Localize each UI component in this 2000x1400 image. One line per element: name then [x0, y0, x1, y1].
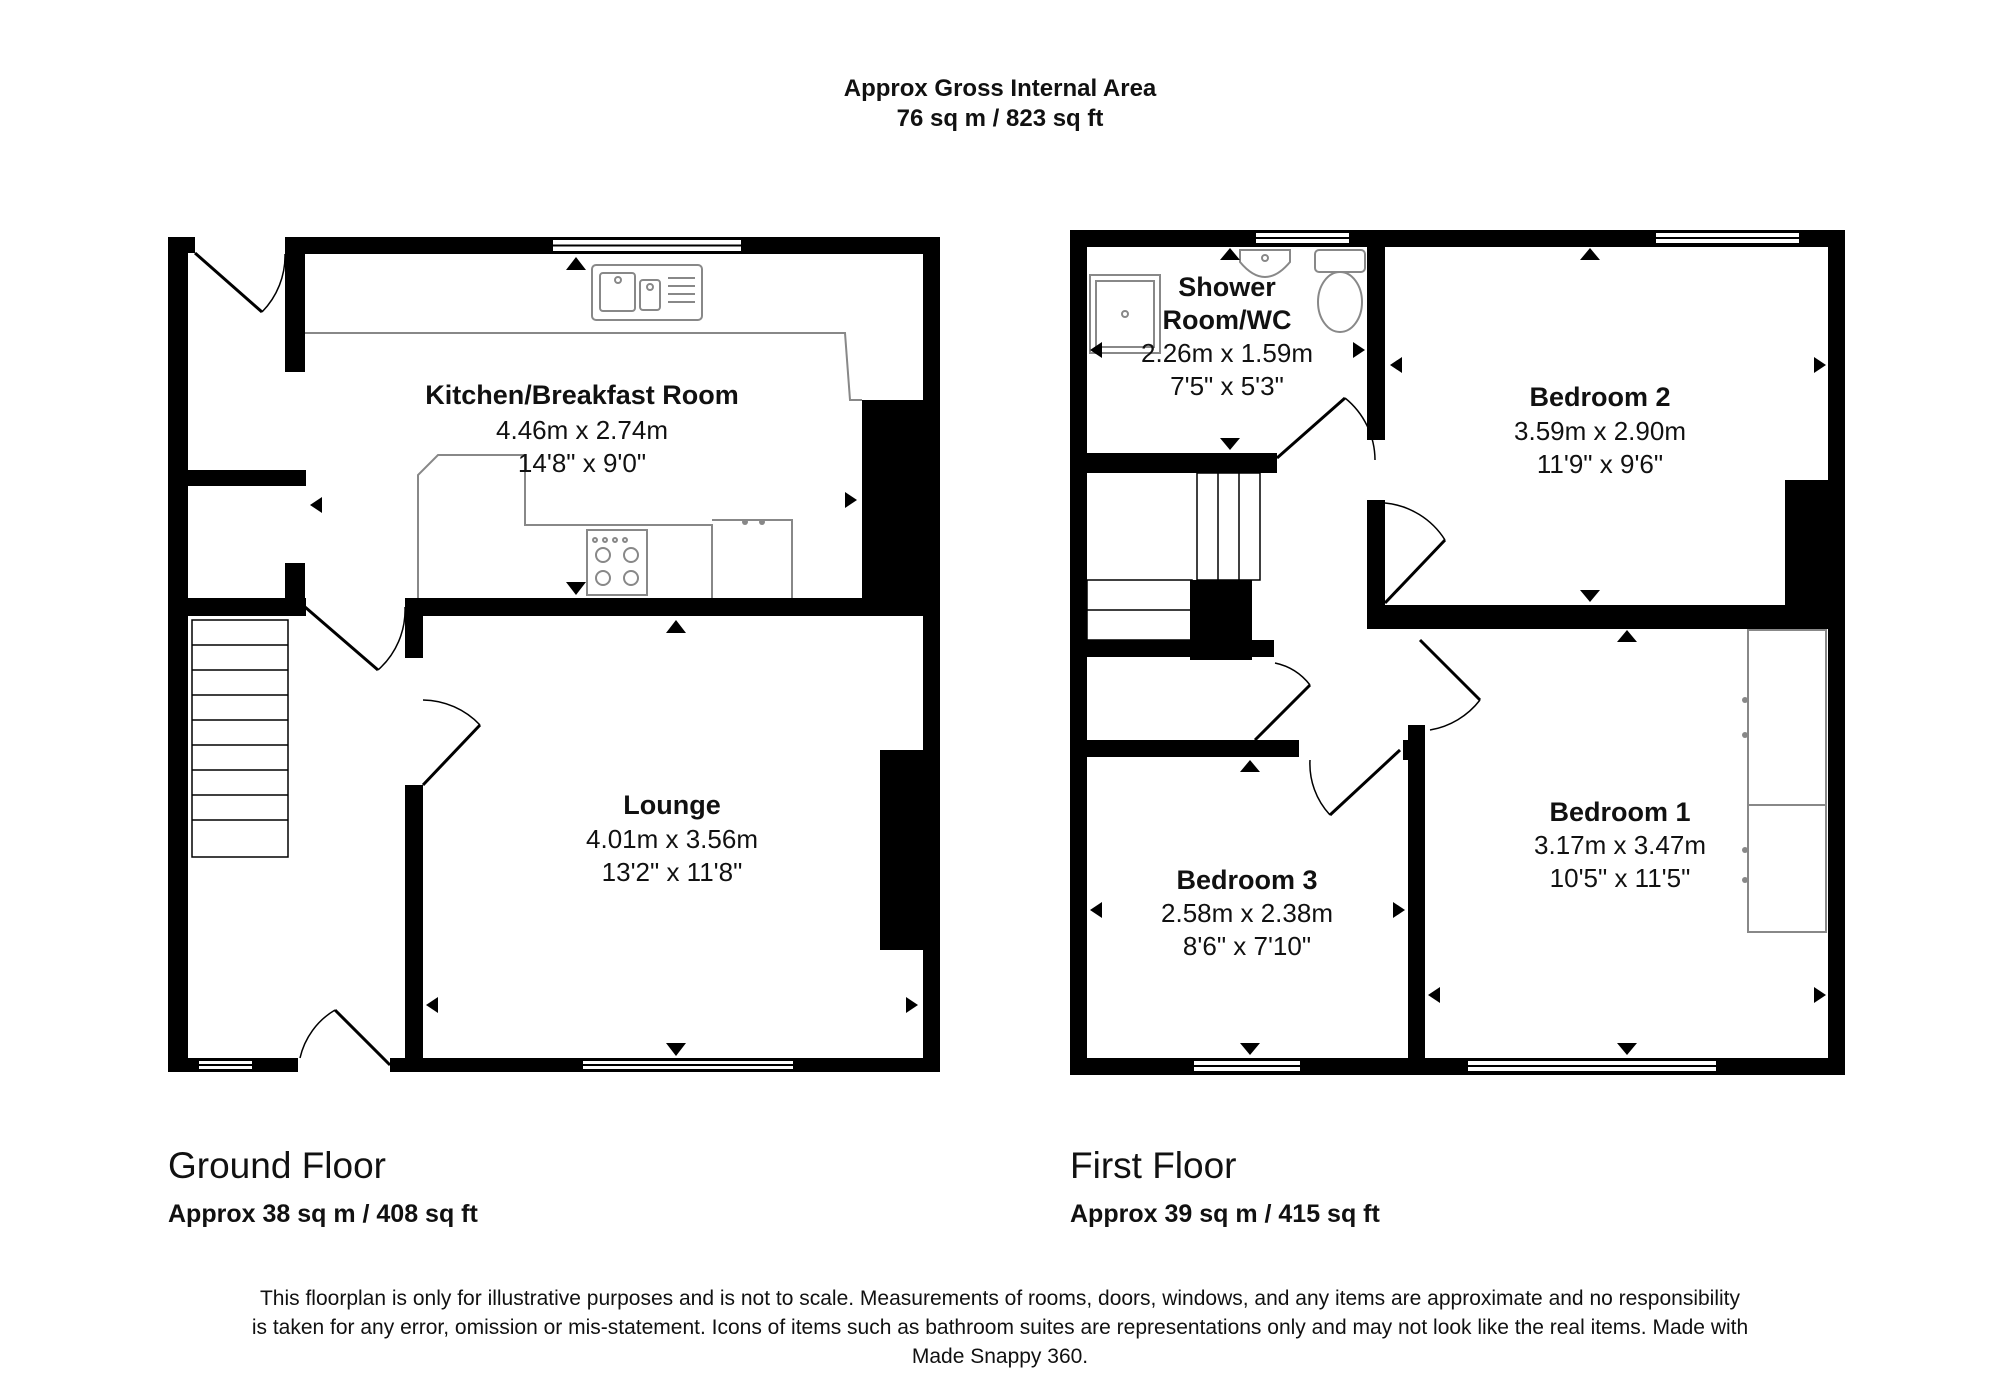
gross-area-value: 76 sq m / 823 sq ft [896, 105, 1104, 132]
ground-floor-doors [194, 251, 482, 1067]
basin-icon [1239, 249, 1291, 278]
shower-tray-icon [1089, 274, 1161, 354]
ground-floor-walls [168, 237, 940, 1072]
ground-floor-stairs [191, 619, 289, 858]
kitchen-worktop [305, 332, 862, 598]
wardrobe-icon [1747, 629, 1827, 933]
ground-floor-title: Ground Floor [168, 1145, 386, 1186]
first-floor-title: First Floor [1070, 1145, 1237, 1186]
first-floor-stairs [1086, 472, 1261, 641]
toilet-icon [1314, 249, 1366, 333]
ground-floor-measure-arrows [310, 257, 918, 1056]
first-floor-measure-arrows [1090, 248, 1826, 1055]
kitchen-sink-icon [591, 264, 703, 321]
gross-area-title: Approx Gross Internal Area [843, 75, 1157, 102]
ground-floor-area: Approx 38 sq m / 408 sq ft [168, 1200, 478, 1228]
first-floor-doors [1253, 396, 1482, 817]
appliance-knobs [742, 519, 765, 525]
hob-icon [586, 529, 648, 596]
first-floor-area: Approx 39 sq m / 415 sq ft [1070, 1200, 1380, 1228]
disclaimer-text: This floorplan is only for illustrative … [251, 1287, 1749, 1368]
ground-floor-plan [168, 237, 940, 1072]
first-floor-plan [1070, 230, 1845, 1075]
